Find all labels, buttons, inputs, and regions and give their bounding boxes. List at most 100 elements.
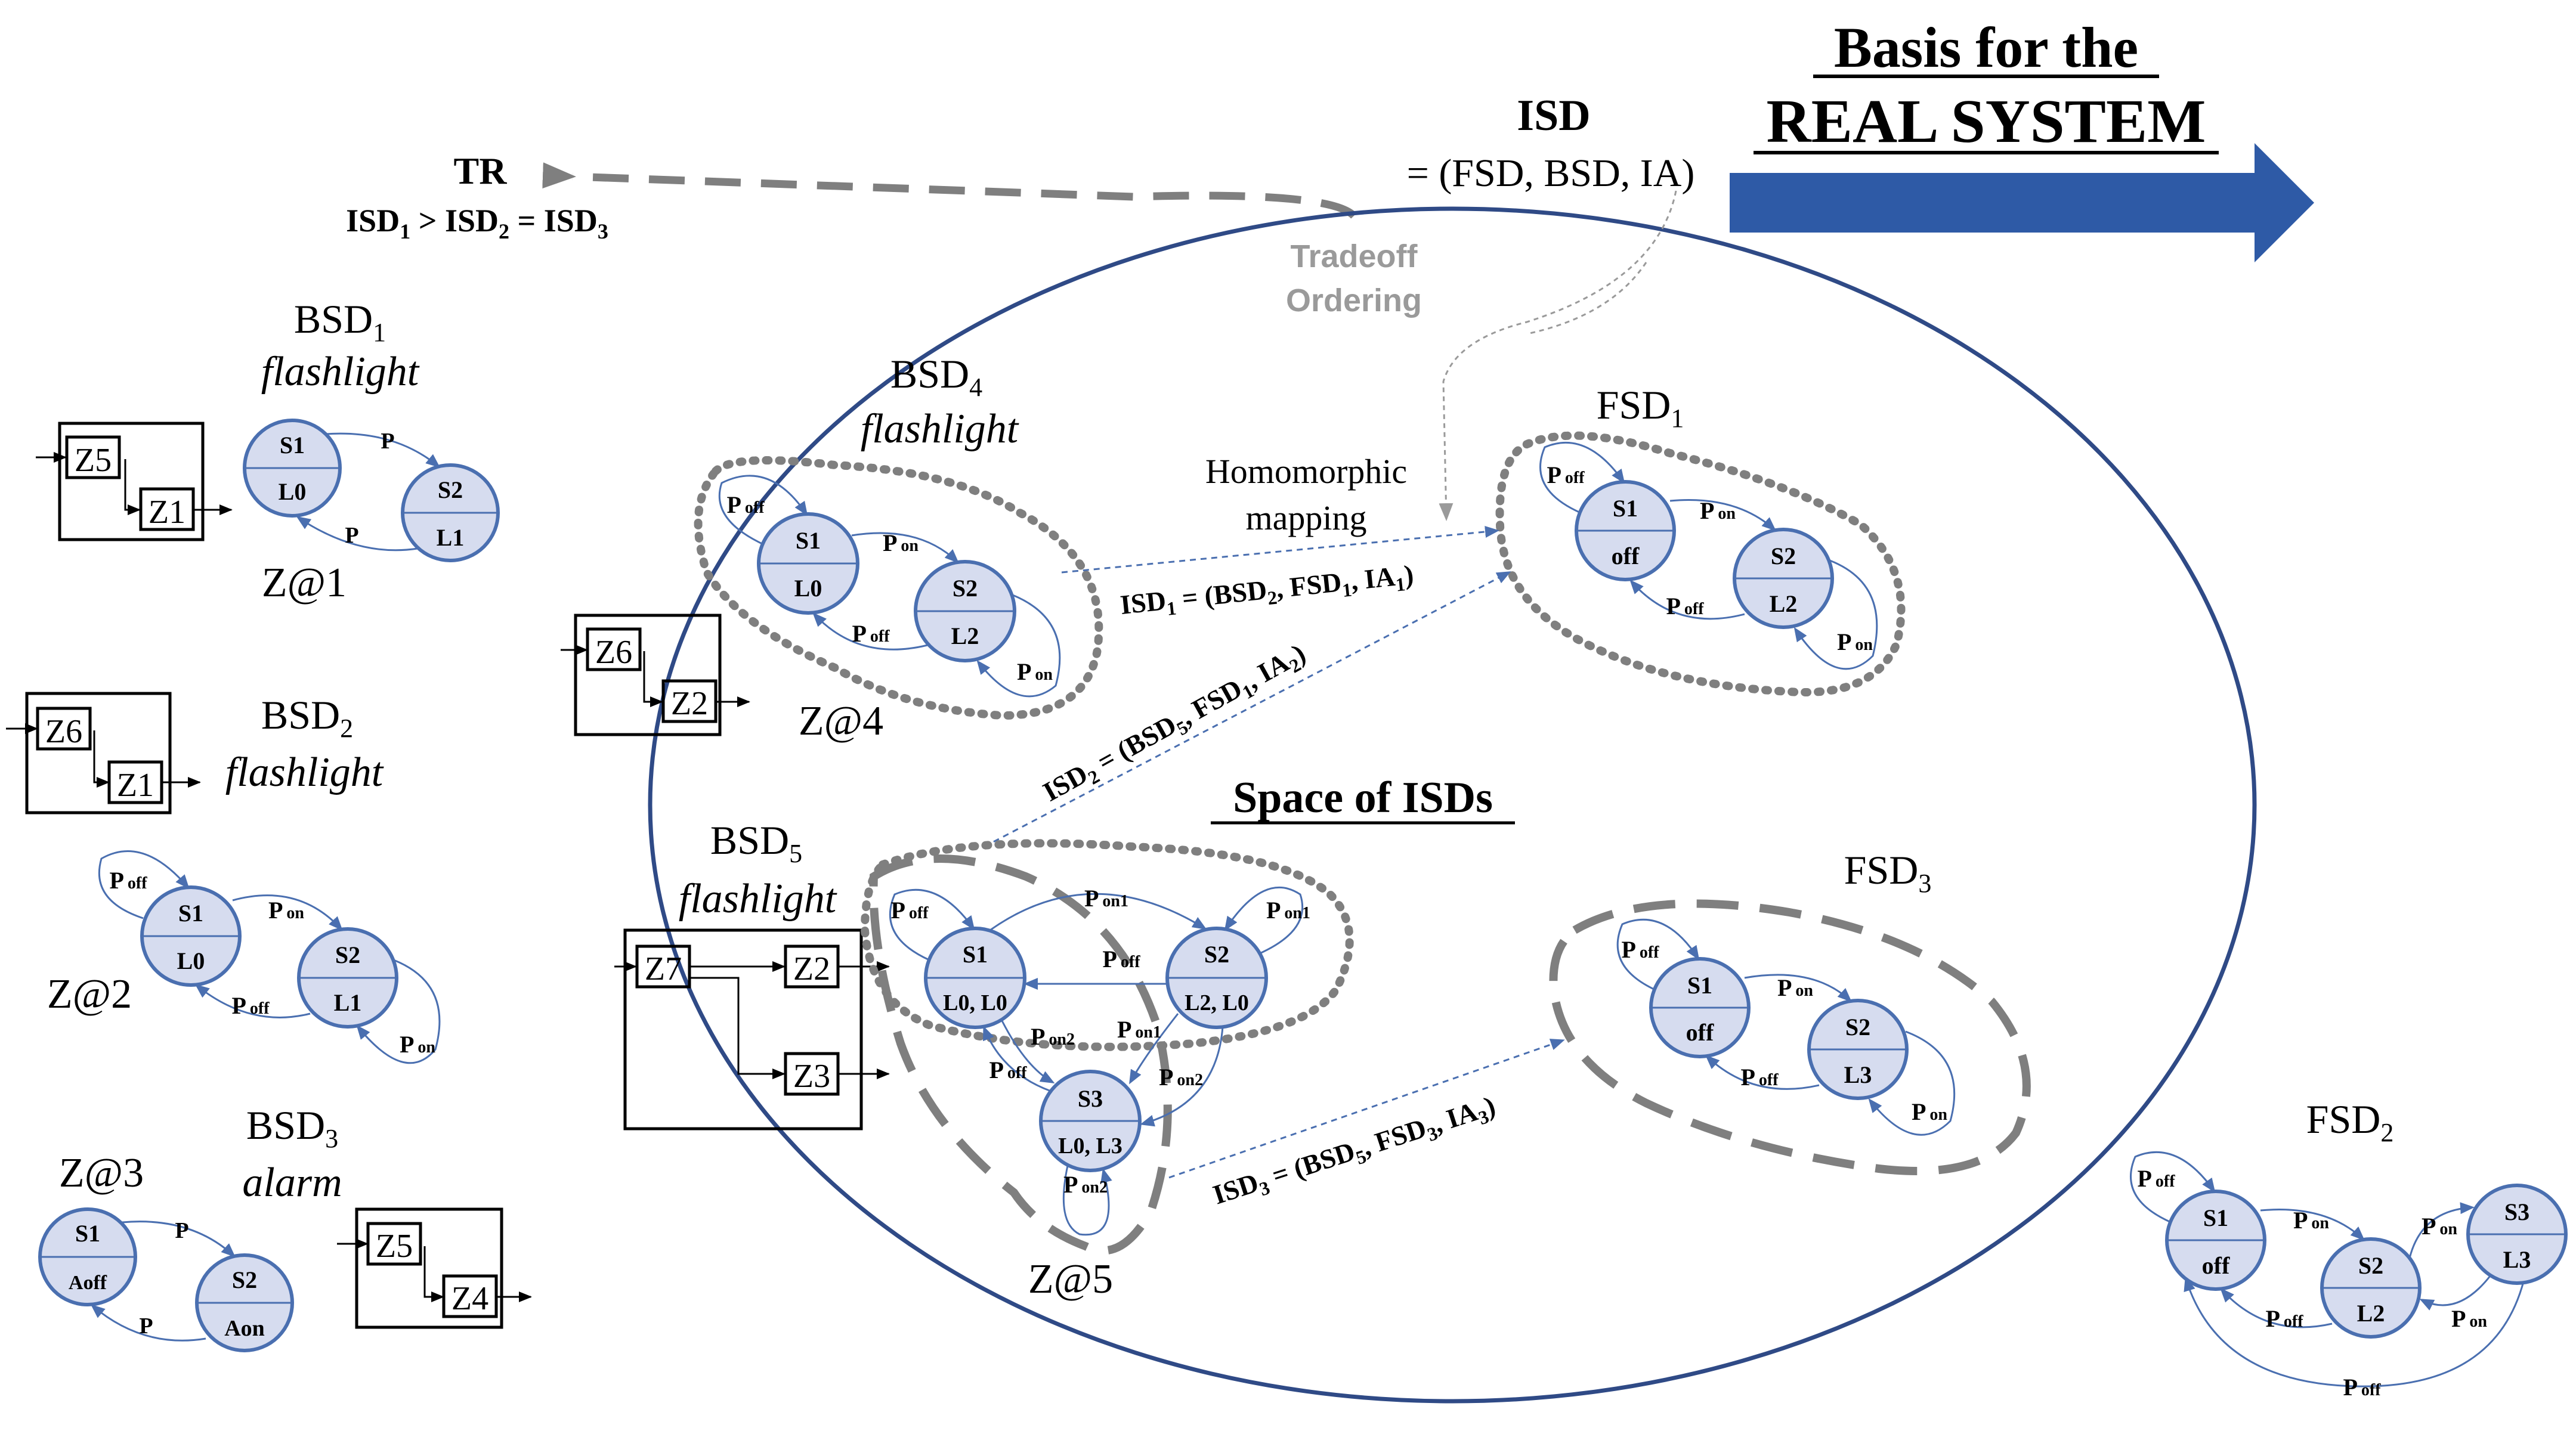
tradeoff-arrow — [542, 162, 1357, 219]
svg-text:Pon: Pon — [1017, 658, 1053, 685]
fsd1-title: FSD1 — [1597, 382, 1684, 433]
bsd2-state-s2: S2 L1 — [297, 927, 398, 1029]
bsd5-title: BSD5 — [710, 817, 802, 868]
svg-text:S1: S1 — [75, 1220, 100, 1247]
svg-text:P: P — [175, 1218, 188, 1243]
svg-text:L0: L0 — [794, 575, 822, 602]
fsd2-state-s3: S3 L3 — [2466, 1184, 2568, 1285]
basis-title-line2: REAL SYSTEM — [1767, 87, 2206, 156]
svg-text:Pon: Pon — [2422, 1213, 2457, 1240]
svg-text:L2, L0: L2, L0 — [1185, 990, 1249, 1015]
bsd4-state-s1: S1 L0 — [757, 512, 859, 615]
svg-text:L2: L2 — [951, 622, 979, 649]
svg-text:S1: S1 — [963, 941, 988, 968]
bsd5-group: BSD5 flashlight Z7 Z2 Z3 Z@5 S1 L0, L0 S… — [614, 817, 1354, 1302]
bsd4-block-z6: Z6 — [595, 634, 632, 671]
isd1-mapping: ISD1 = (BSD2, FSD1, IA1) — [1061, 525, 1499, 624]
svg-text:S3: S3 — [1078, 1085, 1103, 1112]
svg-text:S1: S1 — [796, 527, 821, 554]
bsd2-zlabel: Z@2 — [47, 971, 132, 1017]
bsd1-block-z1: Z1 — [149, 494, 185, 531]
bsd5-kind: flashlight — [679, 876, 837, 922]
bsd5-region-dashed — [869, 854, 1172, 1255]
bsd3-state-s1: S1 Aoff — [38, 1207, 137, 1306]
svg-text:S2: S2 — [335, 941, 360, 968]
bsd1-title: BSD1 — [294, 296, 386, 347]
svg-text:S2: S2 — [232, 1266, 257, 1293]
svg-text:off: off — [1612, 543, 1640, 569]
bsd1-state-s1: S1 L0 — [243, 419, 342, 518]
isd3-mapping: ISD3 = (BSD5, FSD3, IA3) — [1168, 1039, 1565, 1214]
svg-text:Pon: Pon — [268, 897, 304, 924]
svg-text:S3: S3 — [2504, 1198, 2529, 1225]
bsd4-state-s2: S2 L2 — [914, 560, 1016, 662]
bsd3-block-z4: Z4 — [452, 1280, 488, 1317]
tradeoff-label-1: Tradeoff — [1290, 239, 1418, 274]
bsd1-group: BSD1 flashlight Z5 Z1 Z@1 S1 L0 S2 L1 P … — [36, 296, 500, 606]
bsd5-zlabel: Z@5 — [1028, 1256, 1113, 1302]
isd-space-ellipse — [648, 206, 2257, 1404]
bsd3-title: BSD3 — [246, 1102, 338, 1153]
bsd5-state-s3: S3 L0, L3 — [1039, 1070, 1142, 1172]
svg-text:Pon: Pon — [1837, 628, 1873, 655]
space-of-isds-title: Space of ISDs — [1233, 773, 1493, 822]
bsd5-block-z3: Z3 — [793, 1058, 830, 1095]
bsd3-zlabel: Z@3 — [59, 1150, 144, 1196]
fsd1-state-s2: S2 L2 — [1733, 528, 1834, 629]
svg-text:L0, L0: L0, L0 — [943, 990, 1007, 1015]
svg-text:L2: L2 — [1770, 590, 1798, 617]
svg-text:off: off — [1686, 1019, 1714, 1046]
fsd2-state-s2: S2 L2 — [2320, 1237, 2422, 1339]
isd-definition-text: = (FSD, BSD, IA) — [1407, 151, 1695, 195]
svg-text:Pon: Pon — [2293, 1207, 2329, 1234]
bsd3-kind: alarm — [242, 1160, 342, 1206]
svg-text:S2: S2 — [1845, 1014, 1870, 1040]
isd1-label: ISD1 = (BSD2, FSD1, IA1) — [1119, 559, 1415, 624]
svg-text:S1: S1 — [1687, 972, 1712, 999]
svg-text:Aoff: Aoff — [69, 1272, 107, 1294]
bsd2-state-s1: S1 L0 — [140, 885, 242, 987]
svg-text:Pon: Pon — [1700, 497, 1736, 524]
svg-text:Pon: Pon — [2451, 1305, 2487, 1332]
svg-text:L1: L1 — [334, 989, 362, 1016]
svg-text:L3: L3 — [2503, 1246, 2531, 1273]
bsd4-block-outer — [574, 614, 722, 736]
basis-banner: Basis for the REAL SYSTEM — [1730, 16, 2314, 262]
tradeoff-relation: TR ISD1 > ISD2 = ISD3 Tradeoff Ordering — [346, 150, 1422, 318]
bsd4-region — [694, 456, 1103, 720]
isd3-label: ISD3 = (BSD5, FSD3, IA3) — [1209, 1090, 1500, 1214]
svg-text:L2: L2 — [2357, 1300, 2385, 1327]
svg-text:S1: S1 — [2203, 1204, 2228, 1231]
bsd5-block-z7: Z7 — [645, 950, 682, 987]
svg-text:S1: S1 — [280, 432, 305, 459]
homomorphic-label-1: Homomorphic — [1205, 452, 1407, 491]
fsd1-state-s1: S1 off — [1575, 480, 1676, 581]
svg-text:off: off — [2202, 1252, 2230, 1279]
bsd2-title: BSD2 — [261, 692, 353, 743]
bsd4-block-z2: Z2 — [671, 685, 708, 722]
bsd1-kind: flashlight — [261, 349, 420, 395]
svg-text:S2: S2 — [438, 476, 463, 503]
svg-text:Aon: Aon — [224, 1316, 265, 1341]
bsd5-state-s1: S1 L0, L0 — [924, 927, 1026, 1029]
homomorphic-label-2: mapping — [1246, 498, 1367, 537]
tr-ordering: ISD1 > ISD2 = ISD3 — [346, 203, 608, 243]
bsd4-zlabel: Z@4 — [799, 698, 883, 744]
svg-text:L0, L3: L0, L3 — [1058, 1133, 1122, 1159]
bsd3-block-outer — [355, 1207, 503, 1329]
